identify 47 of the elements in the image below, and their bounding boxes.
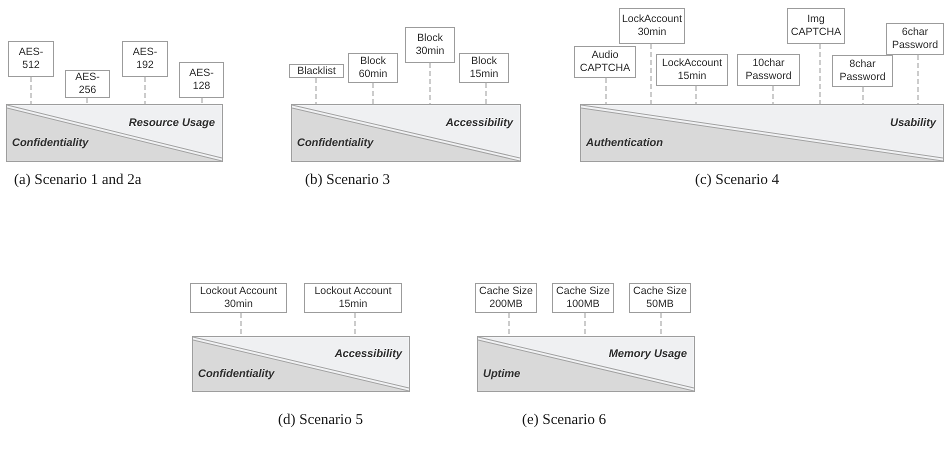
- option-box: Audio CAPTCHA: [574, 46, 636, 78]
- leader-line: [354, 312, 356, 336]
- leader-line: [86, 98, 88, 104]
- leader-line: [508, 312, 510, 336]
- figure-caption: (d) Scenario 5: [278, 412, 363, 429]
- option-box: 8char Password: [832, 55, 893, 87]
- axis-label: Authentication: [586, 137, 663, 149]
- leader-line: [584, 312, 586, 336]
- option-box: Img CAPTCHA: [787, 8, 845, 44]
- option-box: Block 30min: [405, 27, 455, 63]
- axis-label: Confidentiality: [12, 137, 88, 149]
- option-box: 10char Password: [737, 54, 800, 86]
- axis-label: Resource Usage: [128, 117, 215, 129]
- option-box: Cache Size 200MB: [475, 283, 537, 313]
- leader-line: [240, 312, 242, 336]
- axis-label: Uptime: [483, 368, 520, 380]
- option-box: LockAccount 15min: [656, 54, 728, 86]
- figure-caption: (a) Scenario 1 and 2a: [14, 172, 142, 189]
- leader-line: [144, 76, 146, 104]
- figure-caption: (b) Scenario 3: [305, 172, 390, 189]
- option-box: Lockout Account 15min: [304, 283, 402, 313]
- axis-label: Confidentiality: [297, 137, 374, 149]
- option-box: Blacklist: [289, 64, 344, 78]
- option-box: AES-128: [179, 62, 224, 98]
- figure-caption: (e) Scenario 6: [522, 412, 606, 429]
- option-box: Block 15min: [459, 53, 509, 83]
- leader-line: [30, 76, 32, 104]
- figure-caption: (c) Scenario 4: [695, 172, 780, 189]
- option-box: Cache Size 100MB: [552, 283, 614, 313]
- leader-line: [650, 44, 652, 104]
- axis-label: Accessibility: [446, 117, 513, 129]
- leader-line: [372, 82, 374, 104]
- axis-label: Confidentiality: [198, 368, 274, 380]
- leader-line: [660, 312, 662, 336]
- axis-label: Usability: [890, 117, 936, 129]
- axis-label: Memory Usage: [608, 348, 687, 360]
- option-box: 6char Password: [886, 23, 944, 55]
- option-box: AES-512: [8, 41, 54, 77]
- option-box: Block 60min: [348, 53, 398, 83]
- leader-line: [772, 86, 774, 104]
- option-box: AES-192: [122, 41, 168, 77]
- option-box: Lockout Account 30min: [190, 283, 287, 313]
- option-box: AES-256: [65, 70, 110, 98]
- option-box: LockAccount 30min: [619, 8, 685, 44]
- leader-line: [862, 86, 864, 104]
- option-box: Cache Size 50MB: [629, 283, 691, 313]
- axis-label: Accessibility: [334, 348, 402, 360]
